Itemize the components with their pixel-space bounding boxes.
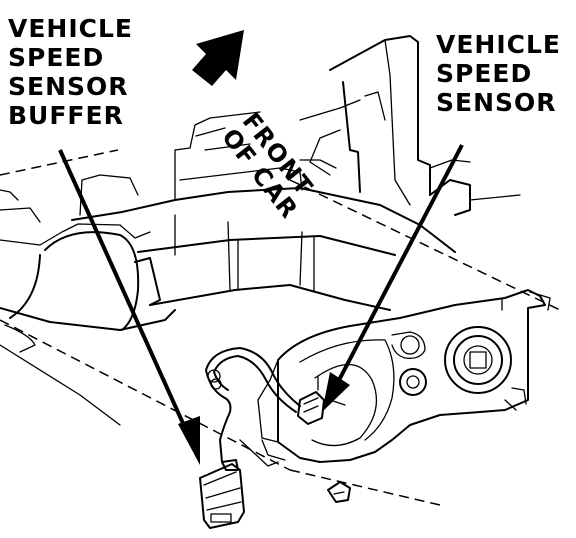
sensor-label-line: VEHICLE: [436, 30, 562, 59]
dash-cross-member: [71, 99, 456, 331]
buffer-label-line: BUFFER: [8, 101, 124, 130]
leader-arrow-buffer: [58, 149, 200, 465]
front-direction-arrow: [192, 30, 244, 86]
buffer-label-line: SENSOR: [8, 72, 129, 101]
buffer-module: [199, 459, 245, 529]
wiring-harness: [205, 347, 301, 467]
vehicle-speed-sensor-buffer-label: VEHICLE SPEED SENSOR BUFFER: [8, 14, 133, 130]
speedometer-housing: [257, 289, 551, 463]
sensor-label-line: SENSOR: [436, 88, 557, 117]
vehicle-speed-sensor-label: VEHICLE SPEED SENSOR: [436, 30, 561, 117]
sensor-label-line: SPEED: [436, 59, 533, 88]
buffer-label-line: VEHICLE: [8, 14, 134, 43]
buffer-label-line: SPEED: [8, 43, 105, 72]
leader-arrow-sensor: [322, 144, 464, 412]
firewall-outline: [0, 189, 151, 426]
mounting-screw: [327, 481, 351, 503]
dash-plane-lines: [0, 149, 561, 506]
a-pillar-structure: [299, 35, 521, 216]
